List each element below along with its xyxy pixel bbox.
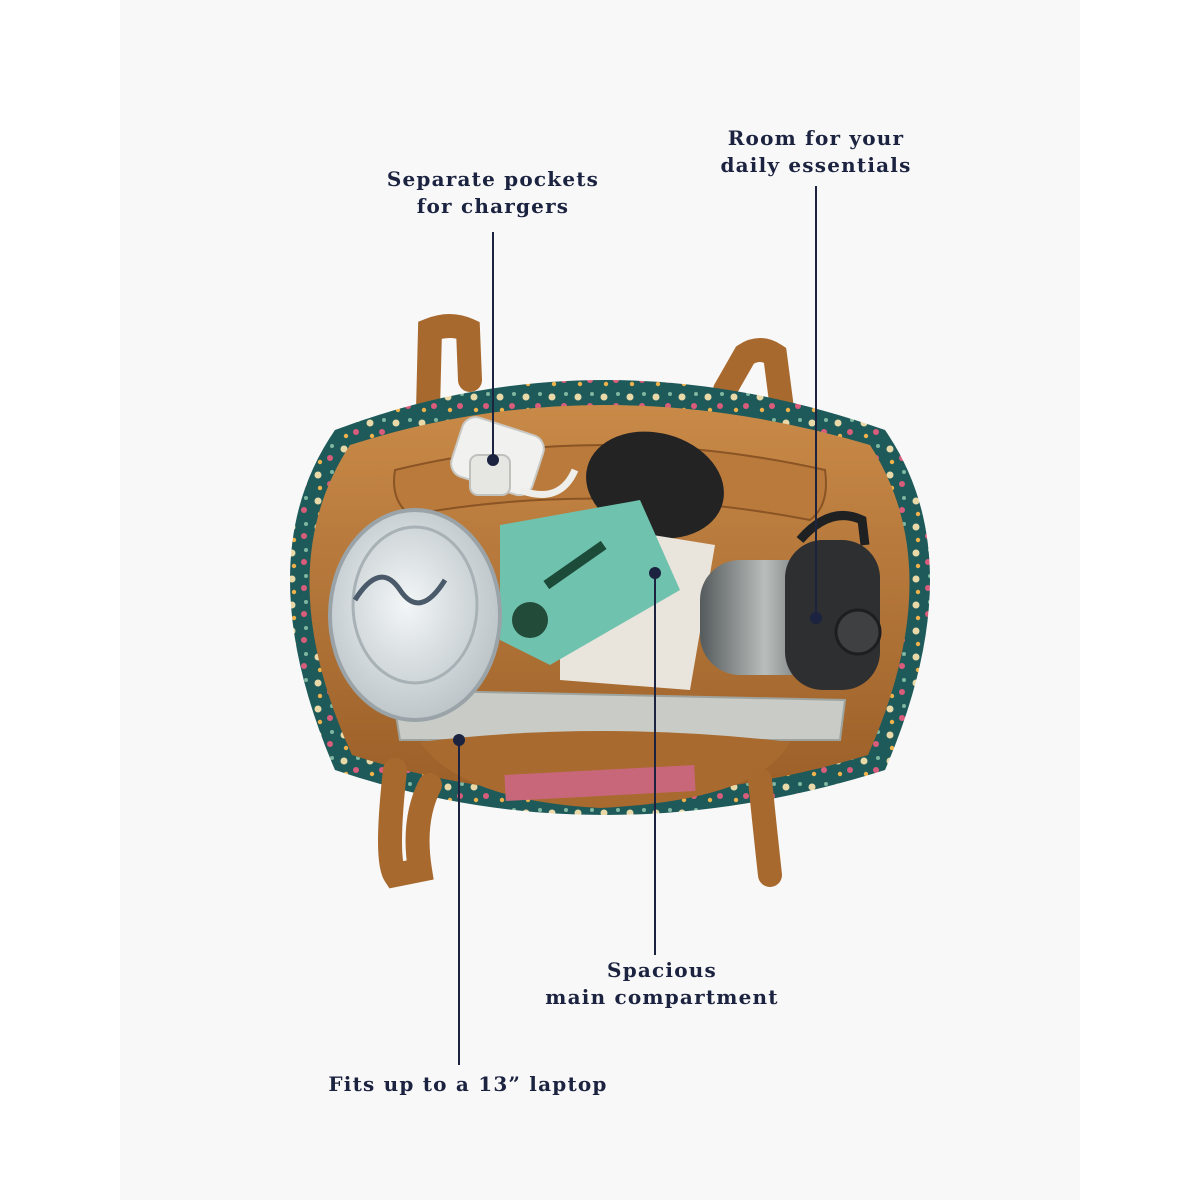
callout-laptop: Fits up to a 13” laptop	[325, 1071, 611, 1098]
callout-laptop-line1: Fits up to a 13” laptop	[328, 1072, 608, 1096]
chargers-marker	[487, 454, 499, 466]
callout-chargers: Separate pockets for chargers	[380, 166, 606, 220]
essentials-marker	[810, 612, 822, 624]
callout-leaders	[458, 186, 817, 1065]
compartment-marker	[649, 567, 661, 579]
back-handle	[416, 314, 802, 482]
laptop	[390, 688, 847, 741]
callout-chargers-line1: Separate pockets	[386, 167, 600, 191]
book	[500, 500, 715, 690]
callout-compartment-line1: Spacious	[607, 958, 717, 982]
callout-essentials: Room for your daily essentials	[714, 125, 918, 179]
callout-compartment: Spacious main compartment	[540, 957, 784, 1011]
callout-essentials-line2: daily essentials	[720, 153, 912, 177]
front-handle	[378, 758, 782, 889]
callout-compartment-line2: main compartment	[545, 985, 779, 1009]
callout-essentials-line1: Room for your	[727, 126, 905, 150]
pink-folder	[504, 765, 696, 801]
callout-chargers-line2: for chargers	[416, 194, 570, 218]
laptop-marker	[453, 734, 465, 746]
water-bottle	[700, 511, 882, 690]
lunch-box	[328, 508, 502, 722]
